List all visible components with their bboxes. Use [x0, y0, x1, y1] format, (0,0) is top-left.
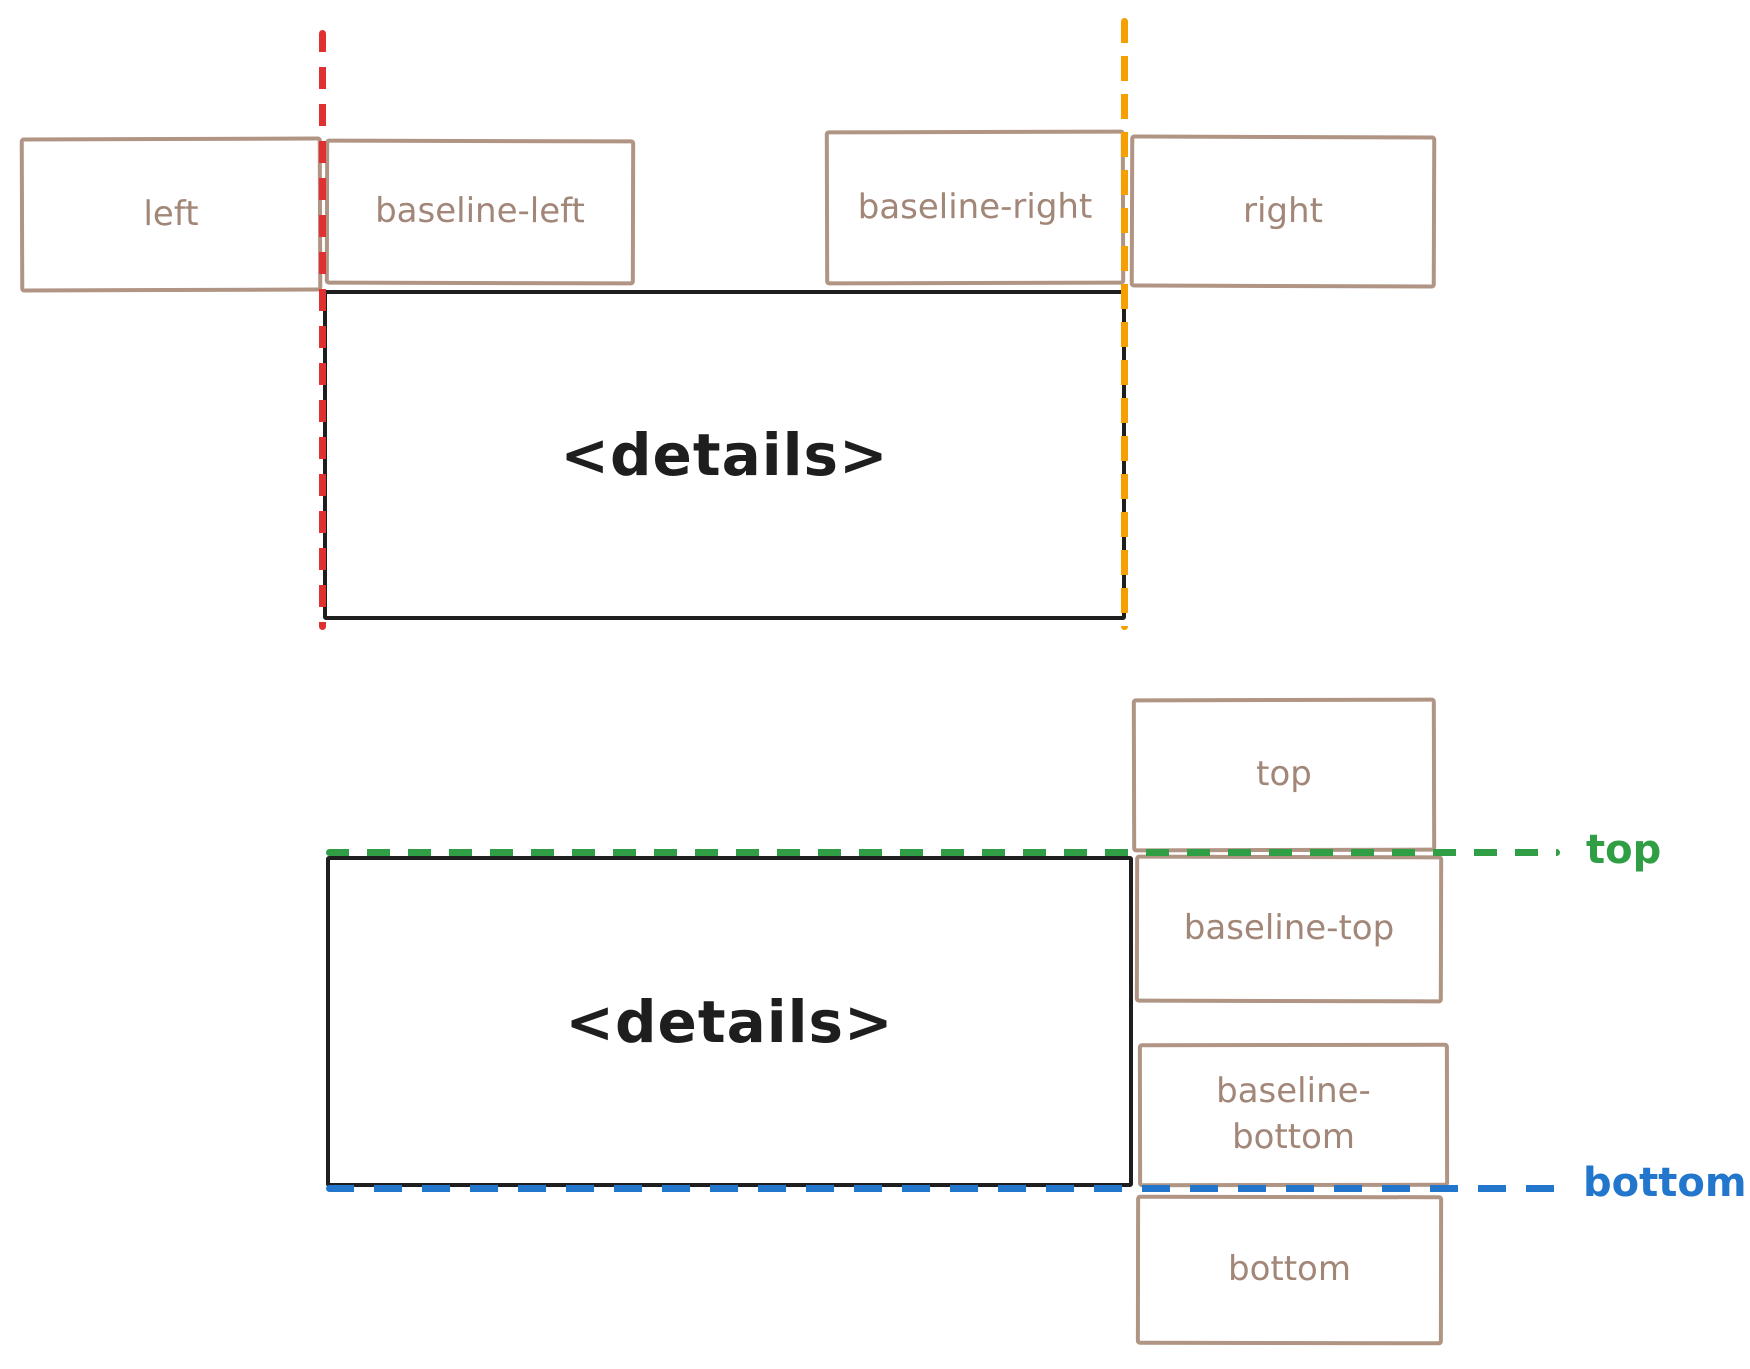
option-box-right: right: [1129, 134, 1437, 289]
option-box-baseline-left: baseline-left: [324, 138, 636, 286]
top-line-label: top: [1586, 827, 1662, 873]
bottom-edge-dashed-line: [326, 1185, 1568, 1192]
left-edge-dashed-line: [319, 30, 326, 630]
details-tag-label: <details>: [560, 421, 889, 489]
option-box-left: left: [19, 136, 323, 293]
right-edge-dashed-line: [1121, 18, 1128, 630]
bottom-line-label: bottom: [1583, 1160, 1747, 1206]
option-box-baseline-right: baseline-right: [824, 129, 1126, 286]
option-box-baseline-top: baseline-top: [1134, 854, 1444, 1004]
details-anchor-box-vertical: <details>: [326, 856, 1133, 1187]
option-box-baseline-bottom: baseline-bottom: [1137, 1042, 1450, 1188]
option-box-bottom: bottom: [1135, 1194, 1444, 1346]
top-edge-dashed-line: [326, 849, 1560, 856]
details-tag-label: <details>: [565, 987, 894, 1056]
option-box-top: top: [1131, 697, 1437, 853]
details-anchor-box-horizontal: <details>: [323, 290, 1126, 620]
